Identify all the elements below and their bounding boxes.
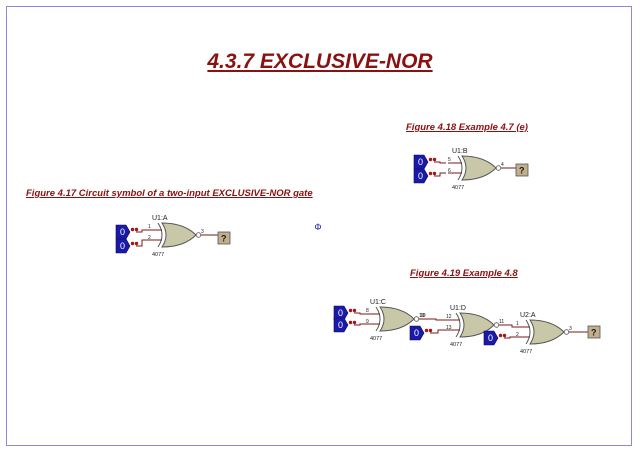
page-title: 4.3.7 EXCLUSIVE-NOR	[207, 50, 433, 73]
svg-text:?: ?	[221, 234, 227, 244]
logic-state-input-b2[interactable]: 0	[413, 168, 437, 184]
xnor-gate-u1b[interactable]: U1:B 4077 5 6 4	[447, 148, 509, 191]
svg-text:4077: 4077	[520, 349, 532, 355]
svg-text:13: 13	[446, 325, 452, 331]
svg-text:4077: 4077	[450, 342, 462, 348]
svg-text:8: 8	[366, 308, 369, 314]
svg-text:0: 0	[338, 320, 343, 330]
logic-state-input-c2[interactable]: 0	[333, 317, 357, 333]
svg-text:0: 0	[120, 241, 125, 251]
xnor-gate-u1c[interactable]: U1:C 4077 8 9 10	[365, 299, 427, 342]
svg-text:0: 0	[418, 171, 423, 181]
svg-text:1: 1	[516, 321, 519, 327]
logic-state-input-a1[interactable]: 0	[115, 224, 139, 240]
svg-text:U1:C: U1:C	[370, 299, 386, 306]
svg-text:0: 0	[488, 333, 493, 343]
svg-text:U1:B: U1:B	[452, 148, 468, 155]
svg-text:5: 5	[448, 157, 451, 163]
svg-text:0: 0	[338, 308, 343, 318]
figure-4-17-circuit: 0 0 U1:A 4077 1 2 3 ?	[115, 215, 231, 258]
svg-text:6: 6	[448, 168, 451, 174]
xnor-gate-u2a[interactable]: U2:A 4077 1 2 3	[515, 312, 577, 355]
svg-text:2: 2	[148, 235, 151, 241]
logic-state-input-d2[interactable]: 0	[409, 325, 433, 341]
xnor-gate-u1a[interactable]: U1:A 4077 1 2 3	[147, 215, 209, 258]
logic-state-input-c1[interactable]: 0	[333, 305, 357, 321]
origin-marker-icon: Φ	[314, 222, 321, 232]
logic-state-input-e2[interactable]: 0	[483, 330, 507, 346]
svg-text:3: 3	[569, 326, 572, 332]
logic-state-input-a2[interactable]: 0	[115, 238, 139, 254]
svg-text:?: ?	[591, 328, 597, 338]
svg-text:3: 3	[201, 229, 204, 235]
svg-text:11: 11	[499, 319, 504, 325]
svg-text:12: 12	[446, 314, 452, 320]
figure-4-19-caption: Figure 4.19 Example 4.8	[410, 268, 518, 279]
svg-text:0: 0	[414, 328, 419, 338]
svg-text:10: 10	[419, 313, 425, 319]
svg-text:1: 1	[148, 224, 151, 230]
logic-state-input-b1[interactable]: 0	[413, 154, 437, 170]
svg-text:U1:A: U1:A	[152, 215, 168, 222]
svg-text:?: ?	[519, 166, 525, 176]
svg-text:0: 0	[120, 227, 125, 237]
schematic-sheet	[6, 6, 632, 446]
figure-4-17-caption: Figure 4.17 Circuit symbol of a two-inpu…	[26, 188, 313, 199]
logic-probe-3[interactable]: ?	[587, 325, 601, 339]
xnor-gate-u1d[interactable]: U1:D 4077 12 13 11	[445, 305, 507, 348]
svg-text:4077: 4077	[152, 252, 164, 258]
svg-text:9: 9	[366, 319, 369, 325]
svg-text:4: 4	[501, 162, 504, 168]
svg-text:0: 0	[418, 157, 423, 167]
svg-text:U2:A: U2:A	[520, 312, 536, 319]
logic-probe-1[interactable]: ?	[217, 231, 231, 245]
figure-4-18-caption: Figure 4.18 Example 4.7 (e)	[406, 122, 528, 133]
logic-probe-2[interactable]: ?	[515, 163, 529, 177]
figure-4-19-circuit: 0 0 U1:C 4077 8 9 10 10 0 U1:D 4077 12 1…	[333, 299, 601, 355]
svg-text:2: 2	[516, 332, 519, 338]
figure-4-18-circuit: 0 0 U1:B 4077 5 6 4 ?	[413, 148, 529, 191]
svg-text:4077: 4077	[452, 185, 464, 191]
net-label-10: 10	[420, 313, 426, 319]
svg-text:4077: 4077	[370, 336, 382, 342]
svg-text:U1:D: U1:D	[450, 305, 466, 312]
